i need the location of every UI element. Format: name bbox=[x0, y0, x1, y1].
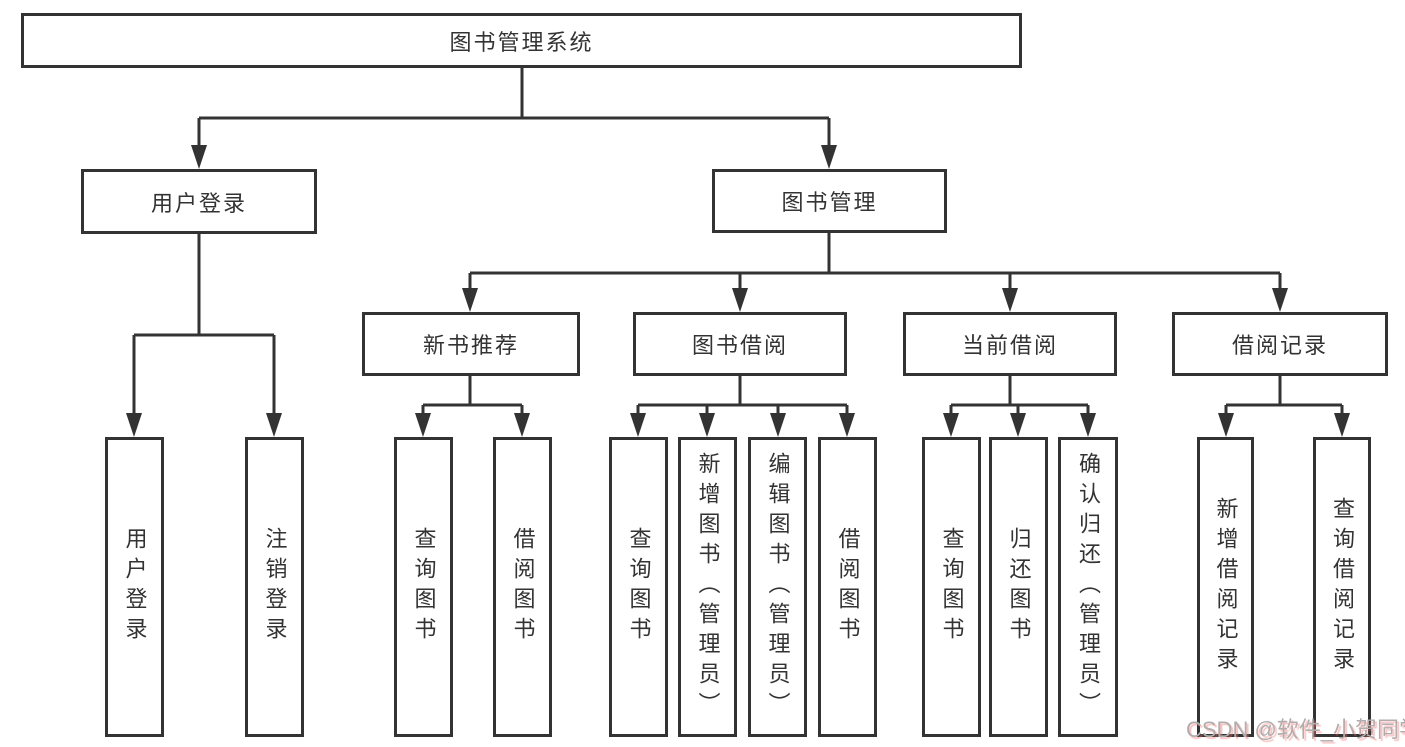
leaf-current-return-books: 归还图书 bbox=[989, 437, 1048, 737]
leaf-records-query-borrow-record: 查询借阅记录 bbox=[1313, 437, 1371, 737]
leaf-borrow-query-books: 查询图书 bbox=[609, 437, 668, 737]
node-root: 图书管理系统 bbox=[21, 13, 1022, 68]
leaf-logout: 注销登录 bbox=[245, 437, 304, 737]
node-current-borrow: 当前借阅 bbox=[903, 312, 1117, 376]
node-user-login: 用户登录 bbox=[81, 169, 317, 234]
leaf-borrow-add-books-admin: 新增图书（管理员） bbox=[678, 437, 737, 737]
leaf-borrow-borrow-books: 借阅图书 bbox=[818, 437, 877, 737]
node-book-management: 图书管理 bbox=[712, 169, 947, 233]
leaf-current-query-books: 查询图书 bbox=[922, 437, 981, 737]
leaf-recommend-query-books: 查询图书 bbox=[394, 437, 453, 737]
leaf-recommend-borrow-books: 借阅图书 bbox=[493, 437, 552, 737]
leaf-current-confirm-return-admin: 确认归还（管理员） bbox=[1058, 437, 1118, 737]
node-new-book-recommend: 新书推荐 bbox=[362, 312, 580, 376]
leaf-records-add-borrow-record: 新增借阅记录 bbox=[1197, 437, 1254, 737]
leaf-user-login: 用户登录 bbox=[105, 437, 164, 737]
leaf-borrow-edit-books-admin: 编辑图书（管理员） bbox=[748, 437, 807, 737]
csdn-watermark: CSDN @软件_小贺同学 bbox=[1186, 717, 1405, 742]
node-book-borrow: 图书借阅 bbox=[633, 312, 847, 376]
node-borrow-records: 借阅记录 bbox=[1172, 312, 1388, 376]
